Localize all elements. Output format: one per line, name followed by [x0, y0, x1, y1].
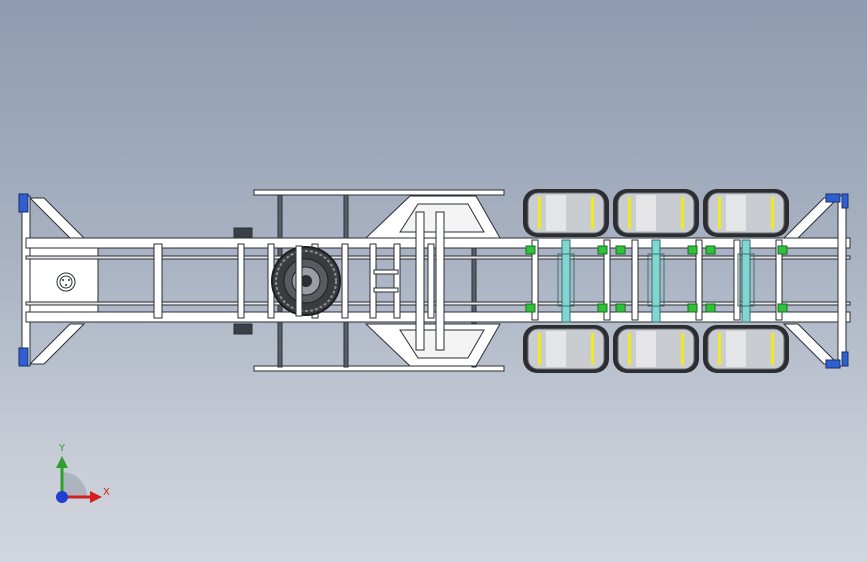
- front-frame: [21, 195, 99, 367]
- tire-3-bottom-yellow-right: [771, 333, 774, 365]
- tire-1-top-yellow-left: [538, 197, 541, 229]
- axle-2-spring-block-3: [687, 245, 698, 255]
- y-axis-arrowhead: [56, 456, 68, 468]
- axle-group: [523, 189, 789, 373]
- tire-1-bottom-yellow-right: [591, 333, 594, 365]
- axle-3-spring-block-2: [705, 303, 716, 313]
- tire-1-bottom-yellow-left: [538, 333, 541, 365]
- spare-tire: [271, 245, 341, 317]
- axle-1-spring-block-1: [525, 245, 536, 255]
- y-axis-label: Y: [59, 443, 66, 454]
- tire-3-bottom-highlight: [726, 331, 746, 367]
- axle-2-spring-block-2: [615, 303, 626, 313]
- axle-3-shaft: [741, 239, 751, 323]
- axle-3-spring-block-3: [777, 245, 788, 255]
- axle-3-spring-block-4: [777, 303, 788, 313]
- tire-3-bottom-yellow-left: [718, 333, 721, 365]
- x-axis-label: X: [103, 487, 110, 498]
- corner-castings: [18, 193, 849, 369]
- rear-frame: [782, 195, 847, 367]
- tire-3-top-highlight: [726, 195, 746, 231]
- axle-1-spring-block-4: [597, 303, 608, 313]
- tire-1-top-highlight: [546, 195, 566, 231]
- axle-1-hanger: [557, 253, 575, 307]
- axle-1-spring-block-3: [597, 245, 608, 255]
- triad-arc: [62, 472, 87, 497]
- tire-2-bottom-highlight: [636, 331, 656, 367]
- axle-2-shaft: [651, 239, 661, 323]
- coordinate-triad[interactable]: [56, 456, 102, 503]
- mid-frame: [233, 189, 505, 372]
- tire-2-top-yellow-right: [681, 197, 684, 229]
- tire-2-top-yellow-left: [628, 197, 631, 229]
- axle-2-spring-block-4: [687, 303, 698, 313]
- kingpin: [56, 272, 76, 292]
- tire-1-bottom-highlight: [546, 331, 566, 367]
- axle-2-hanger: [647, 253, 665, 307]
- axle-1-spring-block-2: [525, 303, 536, 313]
- axle-3-hanger: [737, 253, 755, 307]
- tire-2-bottom-yellow-left: [628, 333, 631, 365]
- x-axis-arrowhead: [90, 491, 102, 503]
- tire-3-top-yellow-left: [718, 197, 721, 229]
- tire-2-bottom-yellow-right: [681, 333, 684, 365]
- tire-3-top-yellow-right: [771, 197, 774, 229]
- axle-2-spring-block-1: [615, 245, 626, 255]
- tire-2-top-highlight: [636, 195, 656, 231]
- axle-1-shaft: [561, 239, 571, 323]
- axle-3-spring-block-1: [705, 245, 716, 255]
- z-axis-dot: [56, 491, 68, 503]
- tire-1-top-yellow-right: [591, 197, 594, 229]
